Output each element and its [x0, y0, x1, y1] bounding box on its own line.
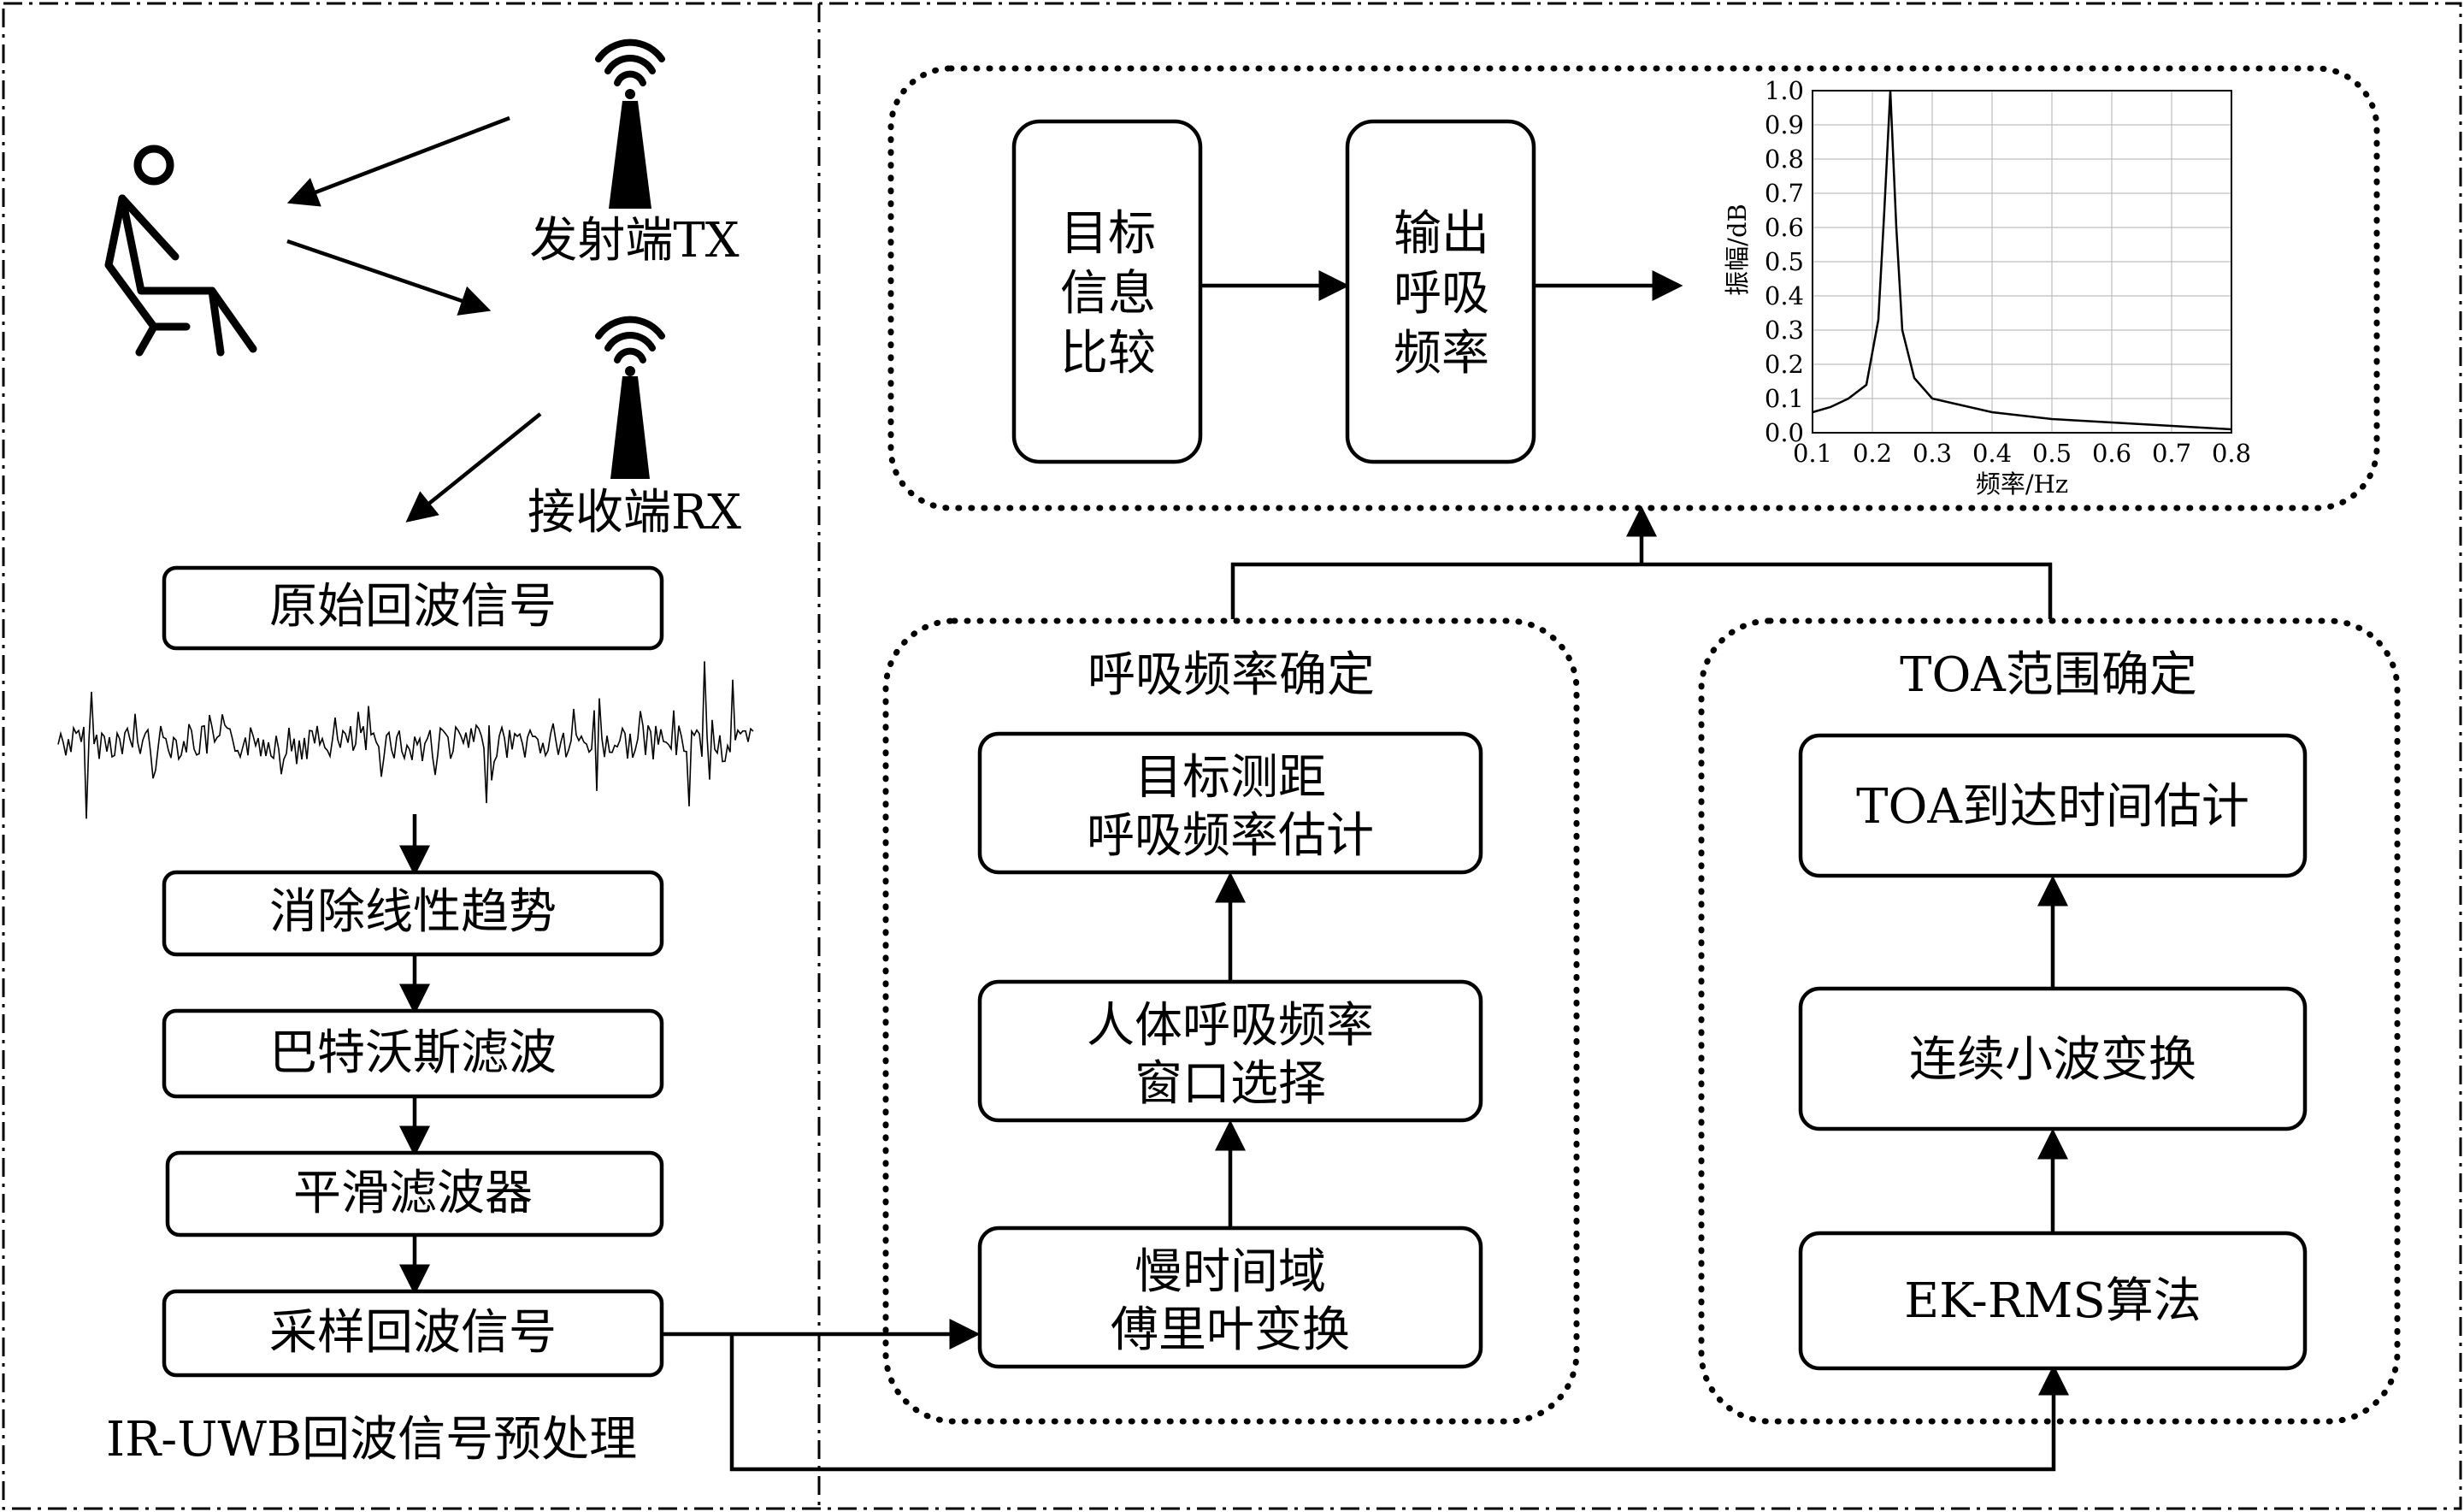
chart-x-label: 频率/Hz — [1976, 470, 2068, 499]
chart-series-line — [1812, 90, 2232, 431]
cwt-label: 连续小波变换 — [1909, 1032, 2196, 1088]
target-compare-line3: 比较 — [1060, 326, 1156, 381]
wifi-antenna-icon — [595, 316, 665, 479]
step-sampled-echo-label: 采样回波信号 — [269, 1305, 557, 1361]
chart-x-tick-label: 0.2 — [1853, 439, 1892, 468]
chart-y-tick-label: 0.0 — [1765, 418, 1804, 447]
chart-x-tick-label: 0.1 — [1793, 439, 1832, 468]
wifi-antenna-icon — [595, 38, 665, 209]
chart-y-tick-label: 1.0 — [1765, 76, 1804, 105]
step-smoothing-label: 平滑滤波器 — [293, 1166, 533, 1221]
chart-y-tick-label: 0.8 — [1765, 145, 1804, 174]
target-compare-box — [1011, 119, 1203, 464]
person-sitting-icon — [104, 145, 257, 357]
chart-y-tick-label: 0.7 — [1765, 179, 1804, 208]
chart-y-tick-label: 0.3 — [1765, 316, 1804, 345]
ekrms-label: EK-RMS算法 — [1904, 1273, 2201, 1329]
chart-y-tick-label: 0.4 — [1765, 281, 1804, 310]
toa-estimate-label: TOA到达时间估计 — [1856, 779, 2249, 835]
step-butterworth-label: 巴特沃斯滤波 — [269, 1025, 557, 1081]
output-rate-line1: 输出 — [1394, 206, 1489, 262]
output-group-frame — [887, 65, 2380, 511]
echo-signal-waveform — [57, 661, 754, 819]
chart-x-tick-label: 0.8 — [2212, 439, 2251, 468]
fft-line1: 慢时间域 — [1135, 1244, 1326, 1300]
chart-y-tick-label: 0.1 — [1765, 384, 1804, 413]
preprocess-caption: IR-UWB回波信号预处理 — [106, 1412, 637, 1468]
chart-axes-frame — [1812, 90, 2232, 434]
target-compare-line2: 信息 — [1060, 266, 1156, 322]
window-select-line1: 人体呼吸频率 — [1087, 998, 1374, 1054]
fft-box — [977, 1226, 1483, 1369]
step-detrend-label: 消除线性趋势 — [269, 884, 557, 940]
chart-y-tick-label: 0.6 — [1765, 213, 1804, 242]
breath-group-frame — [882, 617, 1580, 1425]
chart-x-tick-label: 0.5 — [2032, 439, 2072, 468]
toa-group-frame — [1698, 617, 2401, 1425]
ranging-rate-line1: 目标测距 — [1135, 750, 1326, 806]
arrow-person-to-rx — [286, 239, 492, 316]
output-rate-line2: 呼吸 — [1394, 266, 1489, 322]
ranging-rate-line2: 呼吸频率估计 — [1087, 808, 1374, 864]
merge-connector — [1230, 562, 2053, 619]
rx-label: 接收端RX — [528, 485, 741, 540]
tx-label: 发射端TX — [529, 213, 739, 269]
arrow-tx-to-person — [286, 115, 510, 207]
chart-x-tick-label: 0.6 — [2092, 439, 2131, 468]
chart-y-tick-label: 0.2 — [1765, 350, 1804, 379]
chart-y-label: 振幅/dB — [1723, 204, 1752, 296]
output-rate-line3: 频率 — [1394, 326, 1489, 381]
output-rate-box — [1345, 119, 1536, 464]
target-compare-line1: 目标 — [1060, 206, 1156, 262]
fft-line2: 傅里叶变换 — [1111, 1302, 1350, 1358]
step-raw-echo-label: 原始回波信号 — [269, 579, 557, 635]
chart-grid — [1812, 90, 2232, 434]
breath-group-title: 呼吸频率确定 — [1088, 647, 1375, 703]
arrow-rx-to-signal — [405, 412, 542, 523]
chart-y-tick-label: 0.9 — [1765, 110, 1804, 139]
chart-x-tick-label: 0.3 — [1913, 439, 1952, 468]
chart-y-tick-label: 0.5 — [1765, 247, 1804, 276]
chart-x-tick-label: 0.7 — [2152, 439, 2191, 468]
window-select-line2: 窗口选择 — [1135, 1056, 1326, 1112]
step-raw-echo-box — [162, 565, 664, 651]
arrow-sample-to-ekrms — [729, 1334, 2069, 1472]
toa-group-title: TOA范围确定 — [1900, 647, 2197, 703]
chart-x-tick-label: 0.4 — [1972, 439, 2012, 468]
ekrms-box — [1798, 1231, 2308, 1371]
